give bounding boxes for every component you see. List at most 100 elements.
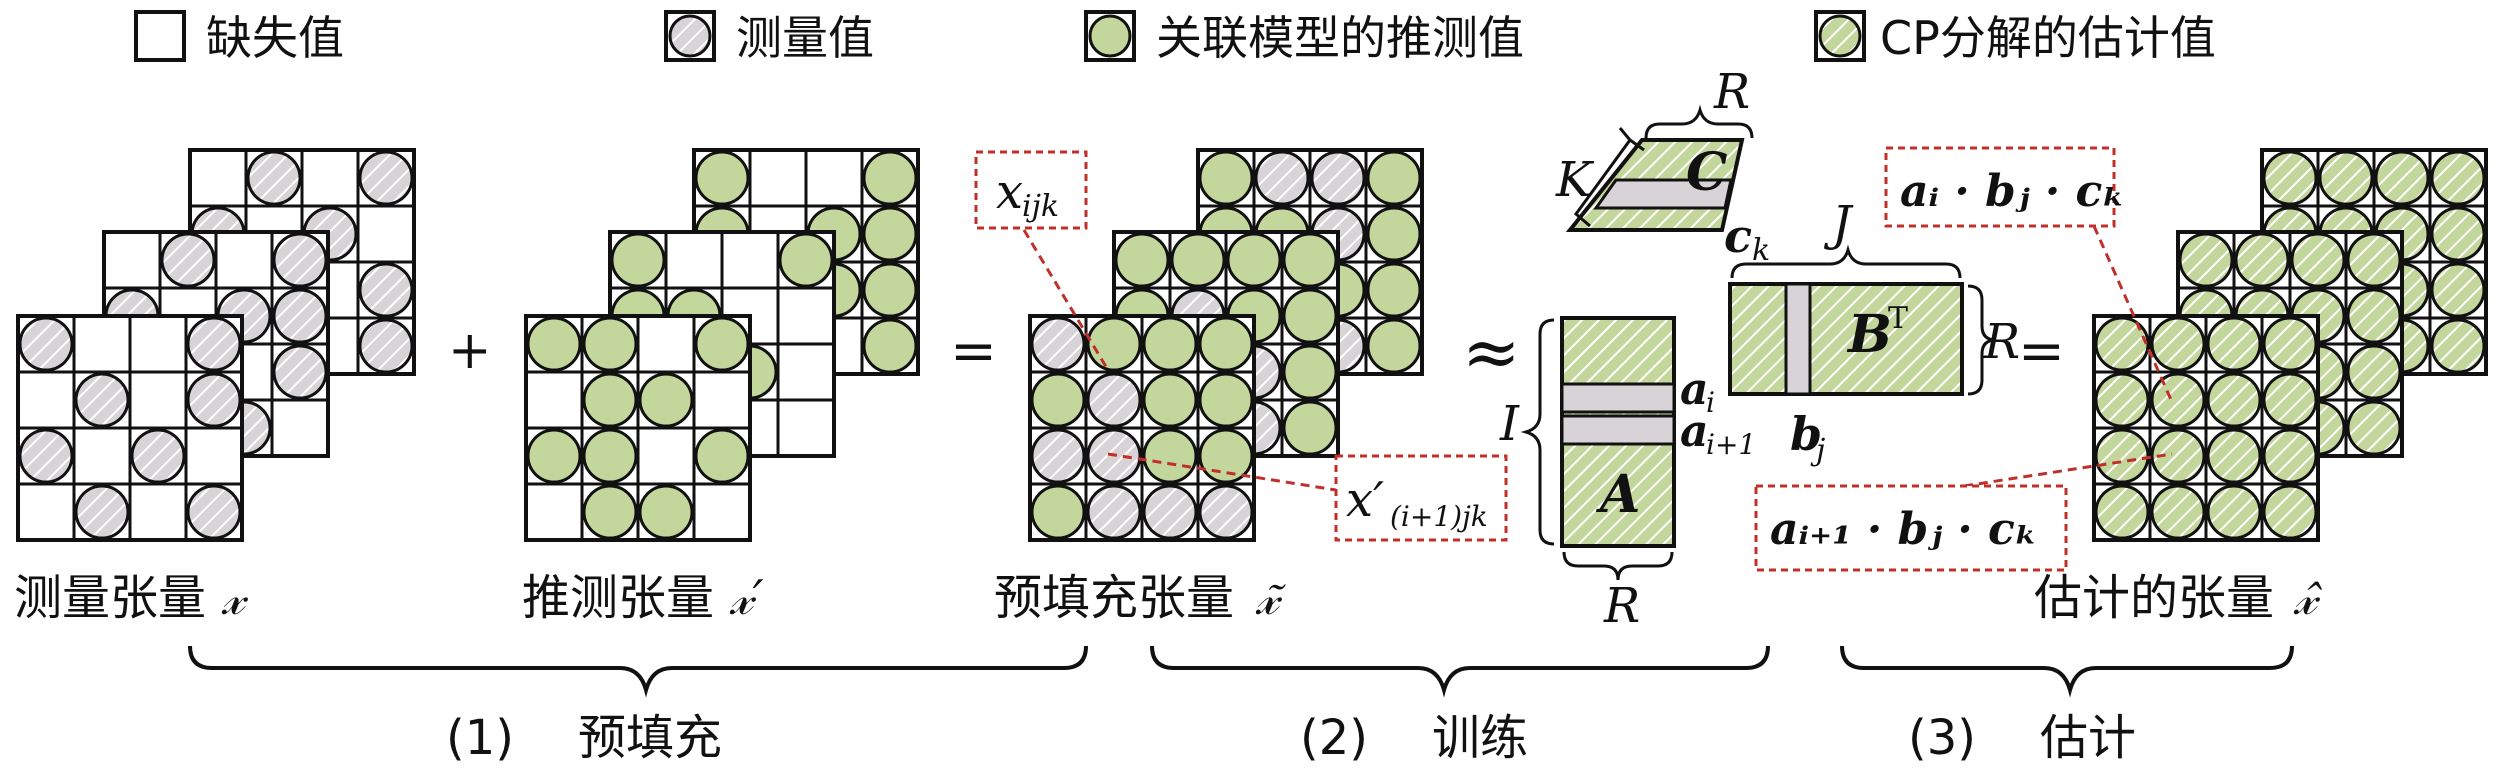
a-i1-sub: i+1 <box>1706 428 1756 461</box>
r-dim-label-c: R <box>1713 64 1750 120</box>
inferred-value-circle <box>1030 484 1086 540</box>
cp-estimate-circle <box>2094 316 2150 372</box>
grid-cell <box>692 482 752 542</box>
inferred-value-circle <box>1366 150 1422 206</box>
measured-value-circle <box>358 318 414 374</box>
product2-box <box>1754 484 2068 572</box>
inferred-value-circle <box>1226 232 1282 288</box>
stage2-name: 训练 <box>1432 710 1528 766</box>
inferred-value-circle <box>1198 316 1254 372</box>
approx-operator: ≈ <box>1462 311 1521 393</box>
bt-col-j <box>1784 282 1812 396</box>
inferred-value-circle <box>1366 262 1422 318</box>
stage1-brace <box>188 645 1088 698</box>
c-k-sub: k <box>1752 233 1770 268</box>
cp-estimate-circle <box>2178 232 2234 288</box>
inferred-value-circle <box>638 372 694 428</box>
cp-estimate-circle <box>2430 318 2486 374</box>
inferred-value-circle <box>1198 428 1254 484</box>
stage1-number: (1) <box>446 710 514 766</box>
measured-tensor-symbol: 𝓍 <box>221 570 249 626</box>
cp-estimate-circle <box>2430 262 2486 318</box>
measured-value-circle <box>186 316 242 372</box>
prefilled-tensor-label: 预填充张量 <box>994 570 1234 626</box>
legend-measured: 测量值 <box>736 11 874 65</box>
inferred-value-circle <box>694 428 750 484</box>
cp-estimate-circle <box>2206 428 2262 484</box>
cp-estimate-circle <box>2206 372 2262 428</box>
inferred-value-circle <box>582 428 638 484</box>
cp-estimate-circle <box>2430 206 2486 262</box>
measured-value-circle <box>18 316 74 372</box>
equals-operator: = <box>950 319 997 384</box>
i-dim-label: I <box>1499 396 1520 452</box>
measured-value-circle <box>74 484 130 540</box>
inferred-value-circle <box>1086 316 1142 372</box>
cp-estimate-circle <box>2262 150 2318 206</box>
cp-estimate-circle <box>2206 316 2262 372</box>
estimated-tensor-symbol: 𝓍̂ <box>2293 570 2323 626</box>
measured-value-circle <box>1086 484 1142 540</box>
measured-value-circle <box>74 372 130 428</box>
inferred-value-circle <box>1282 288 1338 344</box>
r-brace-b <box>1967 284 1997 396</box>
measured-value-circle <box>1030 316 1086 372</box>
cp-estimate-circle <box>2290 232 2346 288</box>
a-i-label: a <box>1680 364 1709 415</box>
inferred-layer-2 <box>524 314 752 542</box>
measured-value-circle <box>186 372 242 428</box>
cp-estimate-circle <box>2150 372 2206 428</box>
k-dim-label: K <box>1555 152 1595 208</box>
a-label: A <box>1595 464 1640 525</box>
cp-estimate-circle <box>2206 484 2262 540</box>
cp-estimate-circle <box>2346 232 2402 288</box>
cp-estimate-circle <box>2150 484 2206 540</box>
cp-estimate-circle <box>2150 316 2206 372</box>
r-brace-a <box>1562 551 1674 581</box>
xprime-box <box>1334 454 1508 542</box>
a-i1-label: a <box>1680 406 1709 457</box>
tensor-grids <box>16 148 2488 542</box>
inferred-value-circle <box>862 206 918 262</box>
prefilled-tensor-symbol: 𝓍̃ <box>1255 570 1287 626</box>
inferred-value-circle <box>1366 206 1422 262</box>
prefilled-layer-2 <box>1028 314 1256 542</box>
matrix-bt <box>1728 282 1964 396</box>
measured-value-circle <box>272 288 328 344</box>
cp-estimate-circle <box>2094 484 2150 540</box>
grid-cell <box>2260 482 2320 542</box>
inferred-value-circle <box>1170 232 1226 288</box>
j-dim-label: J <box>1823 196 1854 252</box>
inferred-value-circle <box>526 316 582 372</box>
k-brace <box>1573 127 1645 228</box>
cp-estimate-circle <box>2346 344 2402 400</box>
inferred-value-circle <box>1142 428 1198 484</box>
measured-value-circle <box>1086 372 1142 428</box>
cp-estimate-circle <box>2234 232 2290 288</box>
stage3-brace <box>1840 645 2294 698</box>
j-brace <box>1730 244 1962 279</box>
inferred-value-circle <box>1142 316 1198 372</box>
cp-estimate-circle <box>2094 372 2150 428</box>
stage2-brace <box>1150 645 1770 698</box>
inferred-value-circle <box>1142 372 1198 428</box>
inferred-value-circle <box>694 316 750 372</box>
inferred-swatch-circle <box>1088 14 1132 58</box>
measured-value-circle <box>160 232 216 288</box>
cp-estimate-circle <box>2262 428 2318 484</box>
measured-value-circle <box>1030 428 1086 484</box>
a-row-i <box>1560 382 1676 414</box>
grid-cell <box>1280 398 1340 458</box>
i-brace <box>1520 318 1555 546</box>
stage1-name: 预填充 <box>578 710 722 766</box>
cp-estimate-circle <box>2094 428 2150 484</box>
inferred-value-circle <box>610 232 666 288</box>
product1-box <box>1884 146 2116 228</box>
grid-cell <box>2344 398 2404 458</box>
c-label: C <box>1686 142 1727 203</box>
product1-label: 𝒂ᵢ · 𝒃ⱼ · 𝒄ₖ <box>1900 166 2125 217</box>
cp-estimate-circle <box>2262 316 2318 372</box>
xprime-sub: (i+1)jk <box>1390 500 1488 533</box>
factor-matrices: C K R c k A a i a i+1 I R B T b j J <box>1499 64 2020 634</box>
